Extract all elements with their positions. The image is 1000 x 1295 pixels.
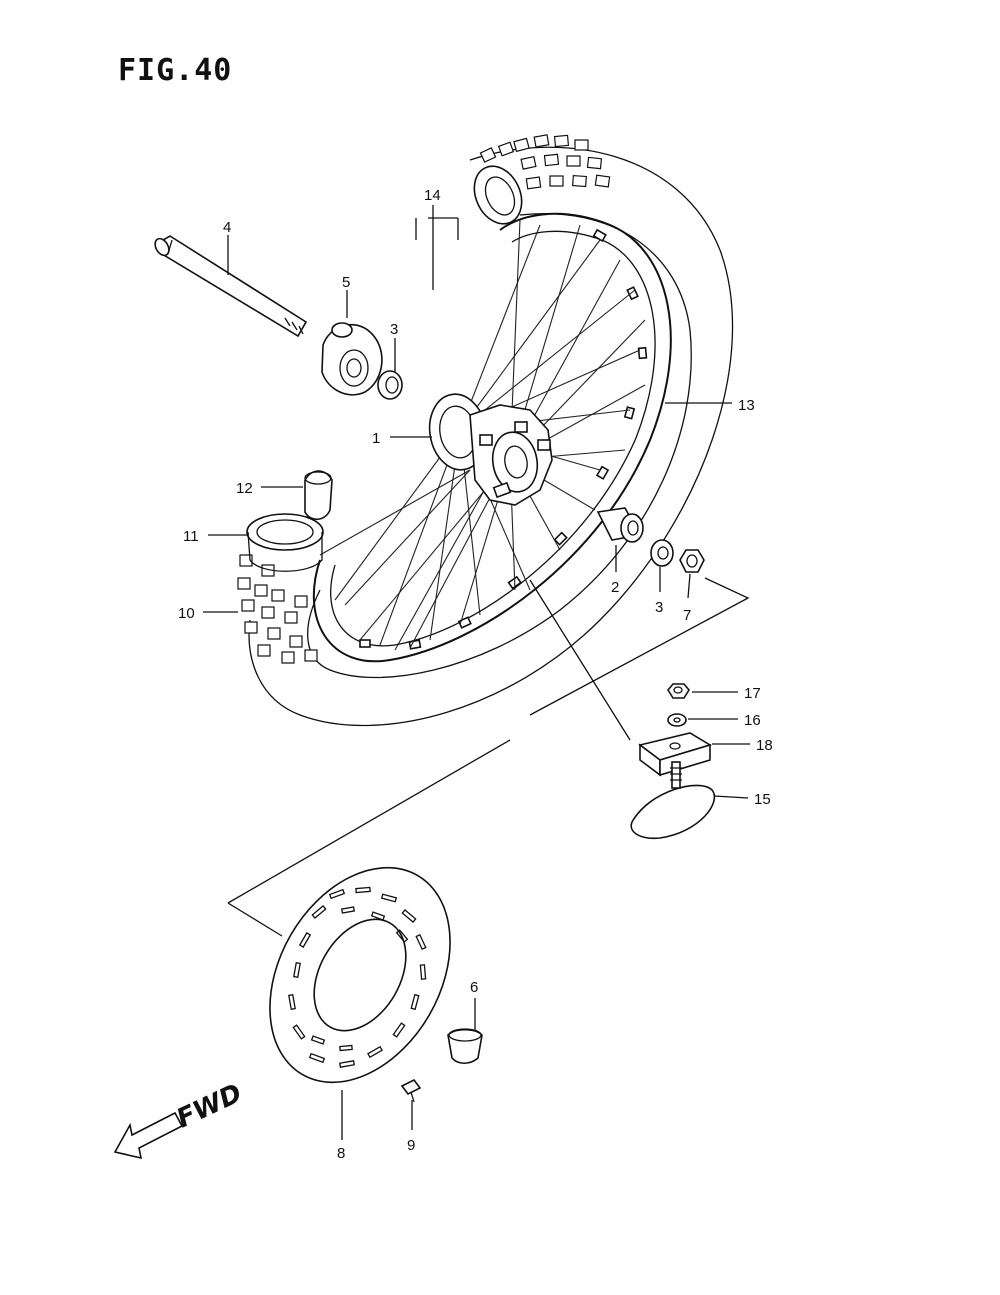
fwd-label: FWD (172, 1078, 246, 1134)
brake-disc (269, 866, 451, 1084)
speedometer-gearbox (321, 322, 383, 396)
callout-1: 1 (372, 430, 380, 447)
valve-nut (667, 683, 690, 699)
valve-washer (667, 713, 687, 727)
wheel-rim (312, 212, 672, 663)
bearing-spacer-left (377, 370, 403, 400)
callout-7: 7 (683, 607, 691, 624)
callout-13: 13 (738, 397, 755, 414)
axle-nut (679, 549, 705, 573)
tread-blocks-left (237, 554, 318, 664)
valve-assembly-line (529, 579, 631, 741)
tire (237, 134, 734, 727)
callout-17: 17 (744, 685, 761, 702)
callout-14: 14 (424, 187, 441, 204)
callout-8: 8 (337, 1145, 345, 1162)
oil-seal-right (650, 539, 674, 567)
tire-section-top (473, 165, 523, 225)
spoke-nipples (359, 228, 648, 650)
rim-band (246, 513, 324, 572)
callout-9: 9 (407, 1137, 415, 1154)
callout-3-upper: 3 (390, 321, 398, 338)
callout-4: 4 (223, 219, 231, 236)
axle-cap (447, 1028, 483, 1065)
callout-10: 10 (178, 605, 195, 622)
front-axle (154, 235, 308, 338)
callout-11: 11 (183, 528, 199, 545)
tread-blocks-top (479, 134, 611, 190)
disc-cooling-slots (288, 886, 427, 1068)
callout-leaders (203, 205, 750, 1140)
callout-5: 5 (342, 274, 350, 291)
inner-tube (304, 470, 333, 521)
callout-16: 16 (744, 712, 761, 729)
forward-direction-arrow: FWD (113, 1078, 247, 1160)
disc-bolt (400, 1078, 422, 1103)
callout-6: 6 (470, 979, 478, 996)
callout-12: 12 (236, 480, 253, 497)
assembly-guide-lines (227, 577, 750, 937)
callout-2: 2 (611, 579, 619, 596)
valve-stem-tube-patch (630, 761, 716, 840)
figure-title: FIG.40 (118, 53, 232, 88)
axle-spacer-right (596, 507, 644, 543)
callout-15: 15 (754, 791, 771, 808)
callout-3-lower: 3 (655, 599, 663, 616)
callout-labels: 4 5 3 1 14 13 12 11 10 2 3 7 17 16 18 15… (178, 187, 773, 1162)
wheel-hub (428, 393, 553, 506)
callout-18: 18 (756, 737, 773, 754)
